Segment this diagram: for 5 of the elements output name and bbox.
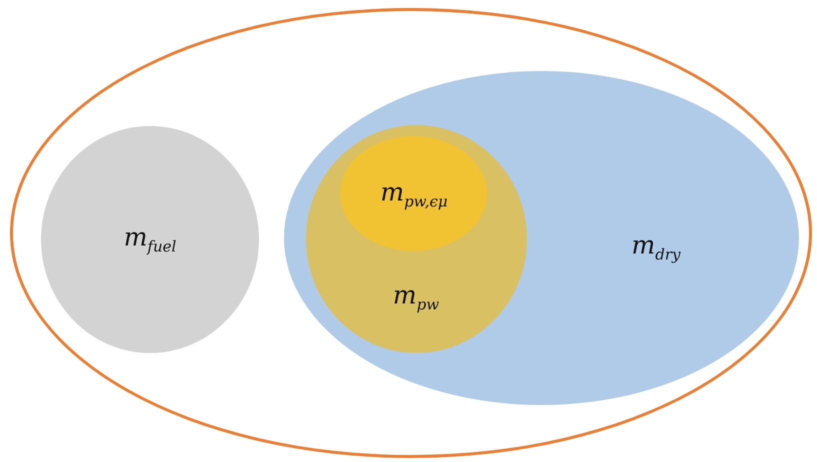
variable-label: m$_{dry}$ bbox=[632, 230, 680, 264]
variable-label: m$_{pw}$ bbox=[392, 280, 440, 314]
set-ellipse bbox=[10, 8, 812, 458]
variable-label: m$_{fuel}$ bbox=[124, 222, 176, 256]
variable-label: m$_{pw,ϵμ}$ bbox=[380, 178, 448, 210]
